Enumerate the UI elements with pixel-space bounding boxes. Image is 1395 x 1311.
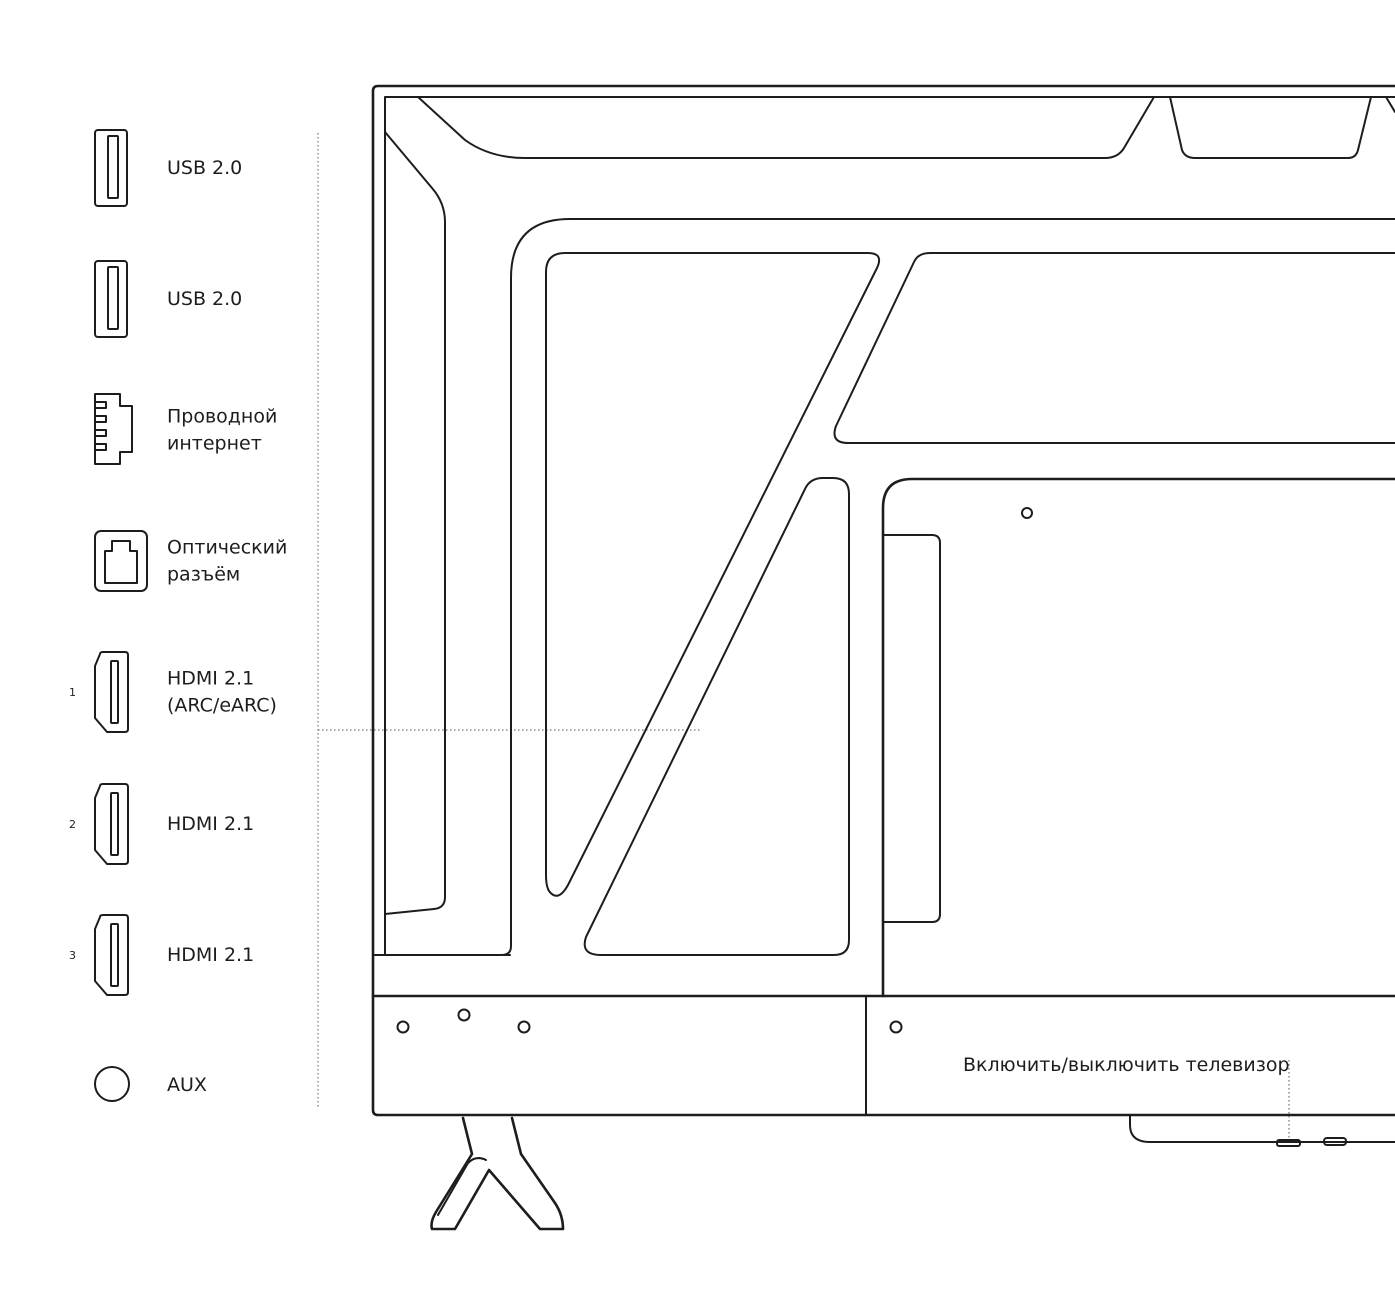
top-trapezoid bbox=[1169, 96, 1372, 159]
tv-rear-outline bbox=[371, 84, 1395, 1231]
port-item-ethernet: Проводной интернет bbox=[94, 393, 277, 465]
power-button-label: Включить/выключить телевизор bbox=[963, 1054, 1290, 1076]
port-label: разъём bbox=[167, 564, 240, 586]
port-item-aux: AUX bbox=[94, 1066, 207, 1102]
usb-port-icon bbox=[94, 260, 128, 338]
tv-stand bbox=[430, 1116, 565, 1231]
mount-hole-4 bbox=[889, 1020, 903, 1034]
port-number: 3 bbox=[69, 949, 76, 962]
top-right-edge bbox=[1385, 96, 1395, 113]
port-item-hdmi-3: 3 HDMI 2.1 bbox=[69, 914, 254, 996]
tv-inner-frame bbox=[384, 96, 1395, 956]
right-inner-tab bbox=[882, 534, 941, 923]
port-label: HDMI 2.1 bbox=[167, 944, 254, 966]
ethernet-port-icon bbox=[94, 393, 133, 465]
power-button bbox=[1276, 1139, 1301, 1147]
mount-hole-3 bbox=[517, 1020, 531, 1034]
hdmi-port-icon bbox=[94, 914, 129, 996]
port-item-usb-1: USB 2.0 bbox=[94, 129, 242, 207]
screw-hole bbox=[1021, 507, 1033, 519]
usb-port-icon bbox=[94, 129, 128, 207]
cross-brace bbox=[501, 218, 1395, 956]
port-label: USB 2.0 bbox=[167, 157, 242, 179]
port-item-optical: Оптический разъём bbox=[94, 530, 287, 592]
hdmi-port-icon bbox=[94, 783, 129, 865]
port-label: интернет bbox=[167, 433, 262, 455]
hdmi-port-icon bbox=[94, 651, 129, 733]
aux-port-icon bbox=[94, 1066, 130, 1102]
port-label: Оптический bbox=[167, 537, 287, 559]
upper-right-window bbox=[833, 252, 1395, 444]
port-label: USB 2.0 bbox=[167, 288, 242, 310]
tv-stand-inner bbox=[437, 1157, 487, 1216]
port-item-hdmi-2: 2 HDMI 2.1 bbox=[69, 783, 254, 865]
left-rib bbox=[384, 131, 446, 915]
mount-hole-2 bbox=[457, 1008, 471, 1022]
port-number: 1 bbox=[69, 686, 76, 699]
port-label: Проводной bbox=[167, 406, 277, 428]
tv-frame bbox=[371, 84, 1395, 1117]
port-item-usb-2: USB 2.0 bbox=[94, 260, 242, 338]
mount-hole-1 bbox=[396, 1020, 410, 1034]
diagonal-window-left bbox=[545, 252, 881, 897]
port-item-hdmi-1: 1 HDMI 2.1 (ARC/eARC) bbox=[69, 651, 277, 733]
port-label: AUX bbox=[167, 1074, 207, 1096]
right-panel bbox=[881, 477, 1395, 998]
port-label: HDMI 2.1 bbox=[167, 813, 254, 835]
control-bump bbox=[1129, 1114, 1395, 1143]
diagonal-window-lower bbox=[583, 477, 850, 956]
port-number: 2 bbox=[69, 818, 76, 831]
secondary-button bbox=[1323, 1137, 1347, 1146]
port-label: (ARC/eARC) bbox=[167, 695, 277, 717]
port-label: HDMI 2.1 bbox=[167, 668, 254, 690]
top-curved-strip bbox=[417, 96, 1155, 159]
optical-port-icon bbox=[94, 530, 148, 592]
